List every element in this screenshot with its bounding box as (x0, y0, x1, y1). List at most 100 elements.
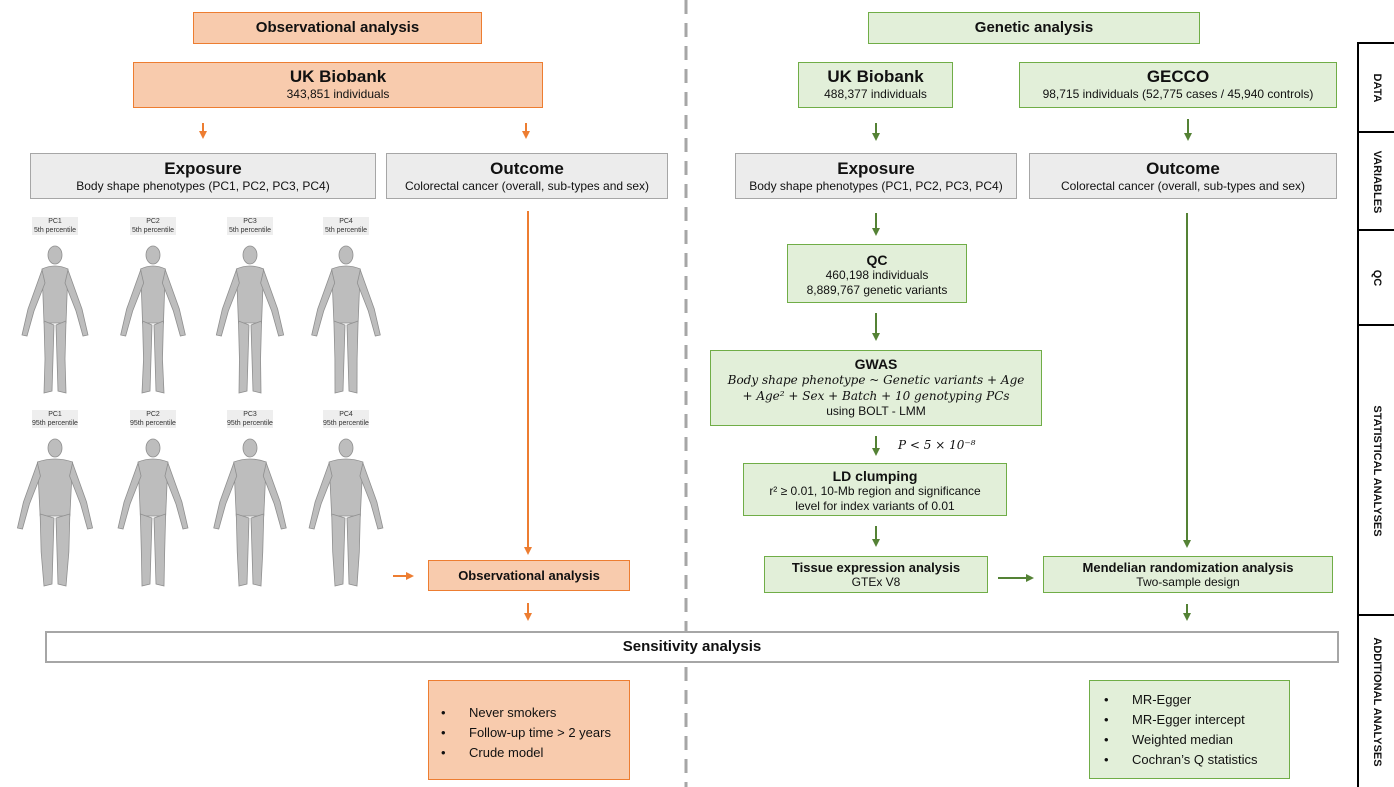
figure-pc: PC4 (339, 218, 353, 225)
figure-label: PC3 95th percentile (227, 410, 273, 428)
gen-exposure-box: Exposure Body shape phenotypes (PC1, PC2… (735, 153, 1017, 199)
figure-label: PC4 5th percentile (323, 217, 369, 235)
sidebar-qc: QC (1357, 229, 1394, 325)
figure-label: PC4 95th percentile (323, 410, 369, 428)
obs-exposure-box: Exposure Body shape phenotypes (PC1, PC2… (30, 153, 376, 199)
obs-biobank-sub: 343,851 individuals (286, 87, 390, 101)
obs-outcome-title: Outcome (490, 159, 564, 178)
list-item: MR-Egger (1104, 690, 1289, 710)
obs-exposure-sub: Body shape phenotypes (PC1, PC2, PC3, PC… (76, 179, 330, 193)
body-silhouette-icon (16, 438, 94, 587)
gen-biobank-box: UK Biobank 488,377 individuals (798, 62, 953, 108)
obs-analysis-box: Observational analysis (428, 560, 630, 591)
observational-header: Observational analysis (193, 12, 482, 44)
tissue-sub: GTEx V8 (851, 575, 901, 589)
gen-sensitivity-list: MR-Egger MR-Egger intercept Weighted med… (1104, 690, 1289, 770)
ld-title: LD clumping (832, 468, 918, 484)
figure-label: PC1 95th percentile (32, 410, 78, 428)
body-silhouette-icon (21, 245, 89, 394)
figure-pc: PC1 (48, 411, 62, 418)
mr-title: Mendelian randomization analysis (1082, 560, 1294, 575)
body-silhouette-icon (120, 245, 186, 394)
figure-pc: PC4 (339, 411, 353, 418)
gwas-formula-line1: Body shape phenotype ~ Genetic variants … (727, 373, 1025, 387)
body-shape-figure: PC4 5th percentile (301, 217, 391, 397)
obs-exposure-title: Exposure (164, 159, 242, 178)
sidebar-data: DATA (1357, 42, 1394, 132)
figure-percentile: 5th percentile (131, 227, 175, 234)
figure-pc: PC2 (146, 218, 160, 225)
ld-clumping-box: LD clumping r² ≥ 0.01, 10-Mb region and … (743, 463, 1007, 516)
sensitivity-title: Sensitivity analysis (622, 638, 762, 655)
gen-biobank-sub: 488,377 individuals (824, 87, 927, 101)
figure-pc: PC1 (48, 218, 62, 225)
figure-pc: PC2 (146, 411, 160, 418)
figure-percentile: 5th percentile (33, 227, 77, 234)
body-silhouette-icon (311, 245, 381, 394)
body-shape-figure: PC2 5th percentile (108, 217, 198, 397)
qc-box: QC 460,198 individuals 8,889,767 genetic… (787, 244, 967, 303)
ld-line2: level for index variants of 0.01 (795, 499, 955, 513)
sidebar-variables: VARIABLES (1357, 131, 1394, 230)
gen-gecco-sub: 98,715 individuals (52,775 cases / 45,94… (1042, 87, 1314, 101)
obs-sensitivity-list: Never smokers Follow-up time > 2 years C… (441, 703, 629, 763)
obs-biobank-box: UK Biobank 343,851 individuals (133, 62, 543, 108)
obs-outcome-sub: Colorectal cancer (overall, sub-types an… (404, 179, 650, 193)
gen-biobank-title: UK Biobank (827, 67, 924, 86)
body-silhouette-icon (117, 438, 189, 587)
body-shape-figure: PC1 95th percentile (10, 410, 100, 590)
gwas-title: GWAS (854, 356, 898, 372)
gwas-method: using BOLT - LMM (826, 404, 926, 418)
obs-biobank-title: UK Biobank (289, 67, 387, 86)
gen-gecco-box: GECCO 98,715 individuals (52,775 cases /… (1019, 62, 1337, 108)
body-shape-figure: PC1 5th percentile (10, 217, 100, 397)
gen-sensitivity-box: MR-Egger MR-Egger intercept Weighted med… (1089, 680, 1290, 779)
body-silhouette-icon (213, 438, 287, 587)
body-shape-figure: PC2 95th percentile (108, 410, 198, 590)
sensitivity-bar: Sensitivity analysis (45, 631, 1339, 663)
gwas-formula-line2: + Age² + Sex + Batch + 10 genotyping PCs (742, 389, 1010, 403)
body-shape-figure: PC4 95th percentile (301, 410, 391, 590)
gen-exposure-title: Exposure (837, 159, 915, 178)
figure-label: PC2 95th percentile (130, 410, 176, 428)
figure-percentile: 95th percentile (32, 420, 78, 427)
gen-outcome-box: Outcome Colorectal cancer (overall, sub-… (1029, 153, 1337, 199)
figure-percentile: 95th percentile (227, 420, 273, 427)
list-item: Cochran’s Q statistics (1104, 750, 1289, 770)
figure-percentile: 5th percentile (324, 227, 368, 234)
figure-percentile: 95th percentile (130, 420, 176, 427)
body-silhouette-icon (308, 438, 384, 587)
figure-percentile: 5th percentile (228, 227, 272, 234)
mr-analysis-box: Mendelian randomization analysis Two-sam… (1043, 556, 1333, 593)
tissue-expression-box: Tissue expression analysis GTEx V8 (764, 556, 988, 593)
tissue-title: Tissue expression analysis (791, 560, 961, 575)
obs-outcome-box: Outcome Colorectal cancer (overall, sub-… (386, 153, 668, 199)
ld-line1: r² ≥ 0.01, 10-Mb region and significance (769, 484, 981, 498)
gen-gecco-title: GECCO (1146, 67, 1210, 86)
body-shape-figure: PC3 95th percentile (205, 410, 295, 590)
gen-outcome-sub: Colorectal cancer (overall, sub-types an… (1060, 179, 1306, 193)
figure-pc: PC3 (243, 411, 257, 418)
gwas-box: GWAS Body shape phenotype ~ Genetic vari… (710, 350, 1042, 426)
qc-title: QC (866, 252, 888, 268)
qc-line1: 460,198 individuals (825, 268, 929, 282)
gwas-threshold: P < 5 × 10⁻⁸ (898, 438, 976, 452)
list-item: Follow-up time > 2 years (441, 723, 629, 743)
qc-line2: 8,889,767 genetic variants (806, 283, 948, 297)
gen-exposure-sub: Body shape phenotypes (PC1, PC2, PC3, PC… (749, 179, 1003, 193)
list-item: Never smokers (441, 703, 629, 723)
gen-outcome-title: Outcome (1146, 159, 1220, 178)
figure-percentile: 95th percentile (323, 420, 369, 427)
sidebar-statistical-analyses: STATISTICAL ANALYSES (1357, 324, 1394, 615)
genetic-header: Genetic analysis (868, 12, 1200, 44)
figure-label: PC1 5th percentile (32, 217, 78, 235)
obs-sensitivity-box: Never smokers Follow-up time > 2 years C… (428, 680, 630, 780)
body-silhouette-icon (215, 245, 285, 394)
list-item: Weighted median (1104, 730, 1289, 750)
sidebar-additional-analyses: ADDITIONAL ANALYSES (1357, 614, 1394, 787)
figure-label: PC2 5th percentile (130, 217, 176, 235)
list-item: Crude model (441, 743, 629, 763)
mr-sub: Two-sample design (1136, 575, 1240, 589)
